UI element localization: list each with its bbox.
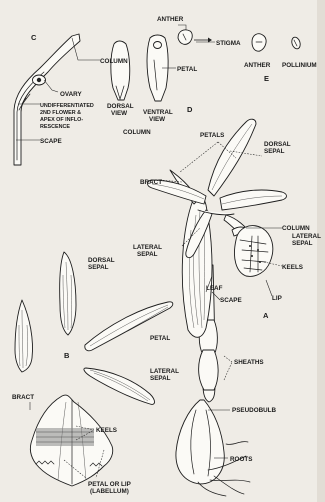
label-anther-e: ANTHER: [244, 62, 271, 69]
label-b: B: [64, 351, 70, 360]
page-edge: [317, 0, 325, 502]
label-scape-c: SCAPE: [40, 138, 62, 145]
label-ventral-view-1: VENTRAL: [143, 109, 173, 116]
label-lateral-sepal-r2: SEPAL: [292, 240, 313, 247]
label-labellum: (LABELLUM): [90, 488, 129, 495]
label-c: C: [31, 33, 37, 42]
label-undifferentiated-4: RESCENCE: [40, 124, 70, 130]
label-dorsal-sepal-b1: DORSAL: [88, 257, 115, 264]
label-lip-a: LIP: [272, 295, 282, 302]
label-undifferentiated-1: UNDIFFERENTIATED: [40, 103, 94, 109]
label-column-d: COLUMN: [123, 129, 151, 136]
label-a: A: [263, 311, 269, 320]
label-column-a: COLUMN: [282, 225, 310, 232]
label-column-c: COLUMN: [100, 58, 128, 65]
label-dorsal-sepal-2: SEPAL: [264, 148, 285, 155]
label-keels-a: KEELS: [282, 264, 303, 271]
label-e: E: [264, 74, 269, 83]
label-d: D: [187, 105, 193, 114]
label-sheaths: SHEATHS: [234, 359, 264, 366]
label-bract-a: BRACT: [140, 179, 162, 186]
label-dorsal-sepal-b2: SEPAL: [88, 264, 109, 271]
label-ovary: OVARY: [60, 91, 82, 98]
label-lateral-sepal-b2: SEPAL: [150, 375, 171, 382]
label-petal-or-lip: PETAL OR LIP: [88, 481, 131, 488]
label-dorsal-view-2: VIEW: [111, 110, 127, 117]
label-dorsal-view-1: DORSAL: [107, 103, 134, 110]
label-petal-d: PETAL: [177, 66, 197, 73]
label-roots: ROOTS: [230, 456, 252, 463]
label-leaf: LEAF: [206, 285, 223, 292]
label-undifferentiated-2: 2ND FLOWER &: [40, 110, 81, 116]
label-petal-b: PETAL: [150, 335, 170, 342]
label-keels-b: KEELS: [96, 427, 117, 434]
label-pollinium: POLLINIUM: [282, 62, 317, 69]
label-lateral-sepal-a1: LATERAL: [133, 244, 162, 251]
label-undifferentiated-3: APEX OF INFLO-: [40, 117, 83, 123]
label-dorsal-sepal-1: DORSAL: [264, 141, 291, 148]
label-pseudobulb: PSEUDOBULB: [232, 407, 277, 414]
label-ventral-view-2: VIEW: [149, 116, 165, 123]
label-lateral-sepal-b1: LATERAL: [150, 368, 179, 375]
label-lateral-sepal-r1: LATERAL: [292, 233, 321, 240]
label-petals: PETALS: [200, 132, 224, 139]
label-anther-top: ANTHER: [157, 16, 184, 23]
label-scape-a: SCAPE: [220, 297, 242, 304]
label-bract-b: BRACT: [12, 394, 34, 401]
label-stigma: STIGMA: [216, 40, 241, 47]
label-lateral-sepal-a2: SEPAL: [137, 251, 158, 258]
